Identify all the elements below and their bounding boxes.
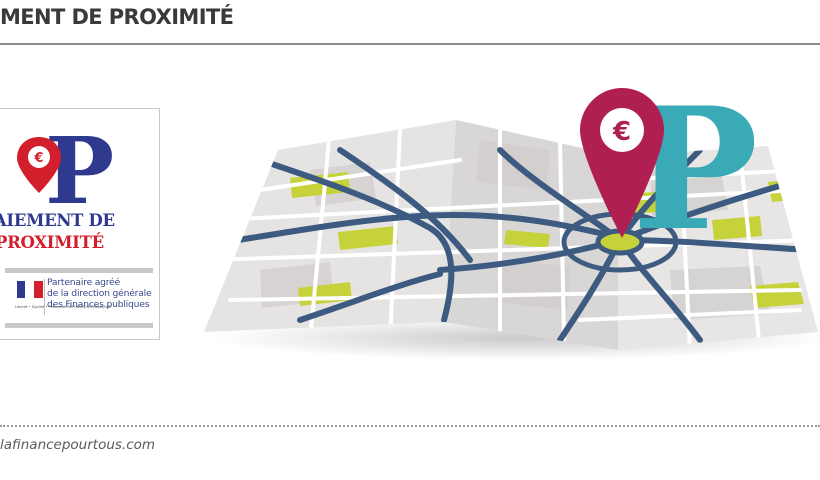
partner-description: Partenaire agréé de la direction général… — [47, 277, 152, 311]
partner-line: de la direction générale — [47, 288, 152, 300]
republique-francaise-caption: Liberté • Égalité • Fraternité RÉPUBLIQU… — [15, 305, 112, 309]
partner-line: Partenaire agréé — [47, 277, 121, 288]
euro-location-pin-icon: € — [580, 88, 664, 238]
header-divider — [0, 43, 820, 45]
svg-text:€: € — [33, 151, 43, 166]
paiement-proximite-badge: P € PAIEMENT DE PROXIMITÉ Liberté • Égal… — [0, 108, 160, 340]
badge-title-line1: PAIEMENT DE — [0, 211, 115, 230]
badge-logo-graphic: P € — [17, 117, 114, 219]
map-minor-streets — [208, 128, 812, 350]
location-pin-icon: € — [17, 137, 61, 193]
badge-vertical-divider — [44, 279, 45, 315]
partner-line: des Finances publiques — [47, 299, 150, 311]
page-title: MENT DE PROXIMITÉ — [0, 5, 234, 29]
euro-symbol: € — [612, 117, 631, 147]
map-contents — [204, 128, 813, 350]
badge-title-line2: PROXIMITÉ — [0, 233, 104, 252]
source-link[interactable]: lafinancepourtous.com — [0, 437, 156, 453]
badge-gray-bar-bottom — [5, 323, 153, 328]
folded-map-illustration: P € — [204, 70, 820, 360]
republique-francaise-flag-icon — [17, 281, 43, 298]
footer-dotted-divider — [0, 425, 820, 427]
map-main-roads — [204, 147, 813, 343]
badge-gray-bar-top — [5, 268, 153, 273]
